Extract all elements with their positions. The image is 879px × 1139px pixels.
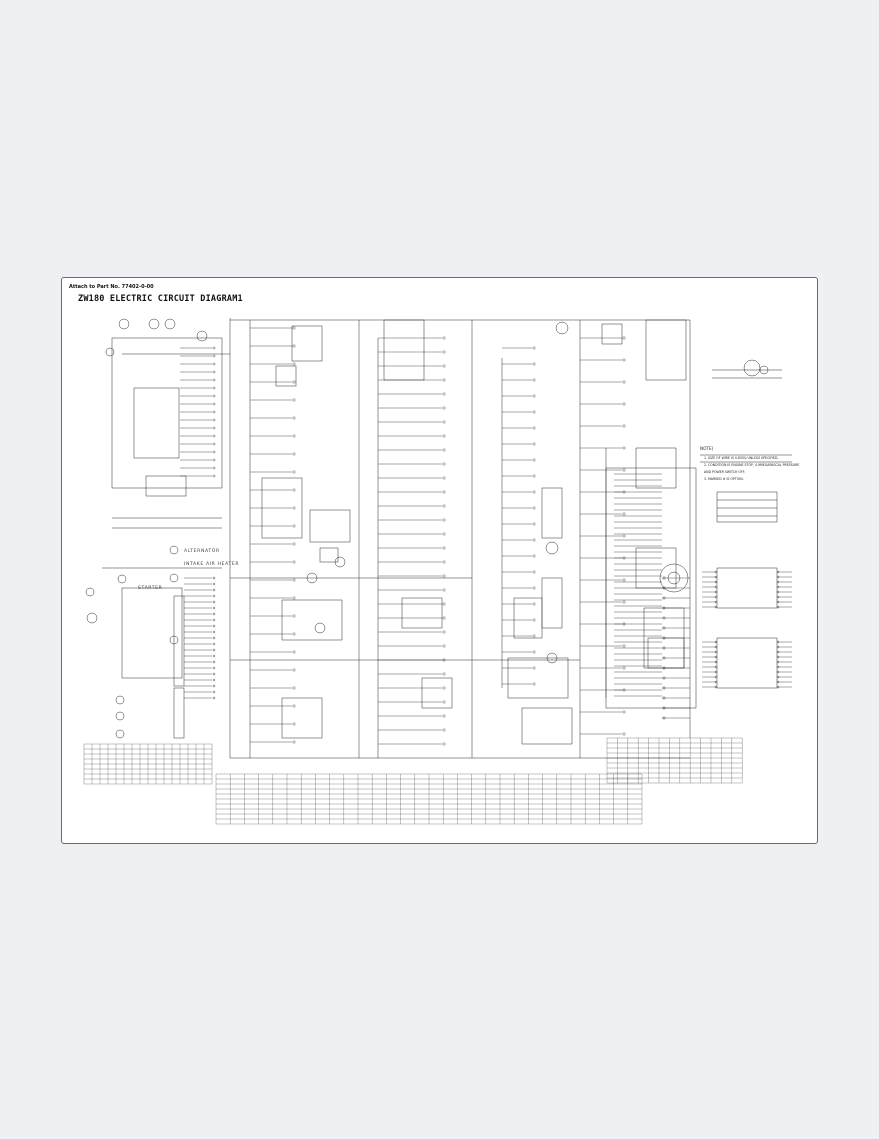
diagram-sheet: Attach to Part No. 77402-0-00 ZW180 ELEC… (61, 277, 818, 844)
note-line-2: 2. CONDITION IS ENGINE STOP, 4.9MEGAPASC… (704, 463, 799, 467)
circuit-wiring (180, 326, 792, 746)
note-line-1: 1. SIZE OF WIRE IS 0.85SQ UNLESS SPECIFI… (704, 456, 779, 460)
wire-tables (83, 737, 743, 825)
notes-block: NOTE) 1. SIZE OF WIRE IS 0.85SQ UNLESS S… (700, 446, 799, 481)
note-line-4: 3. MARKED ※ IS OPTION. (704, 477, 744, 481)
notes-heading: NOTE) (700, 446, 714, 451)
note-line-3: AND POWER SWITCH OFF. (704, 470, 745, 474)
intake-air-heater-label: INTAKE AIR HEATER (184, 561, 239, 567)
attach-note: Attach to Part No. 77402-0-00 (69, 284, 154, 290)
starter-label: STARTER (138, 585, 163, 591)
alternator-label: ALTERNATOR (184, 548, 220, 554)
diagram-title: ZW180 ELECTRIC CIRCUIT DIAGRAM1 (78, 294, 243, 304)
circuit-drawing: ALTERNATOR INTAKE AIR HEATER STARTER NOT… (83, 318, 799, 825)
